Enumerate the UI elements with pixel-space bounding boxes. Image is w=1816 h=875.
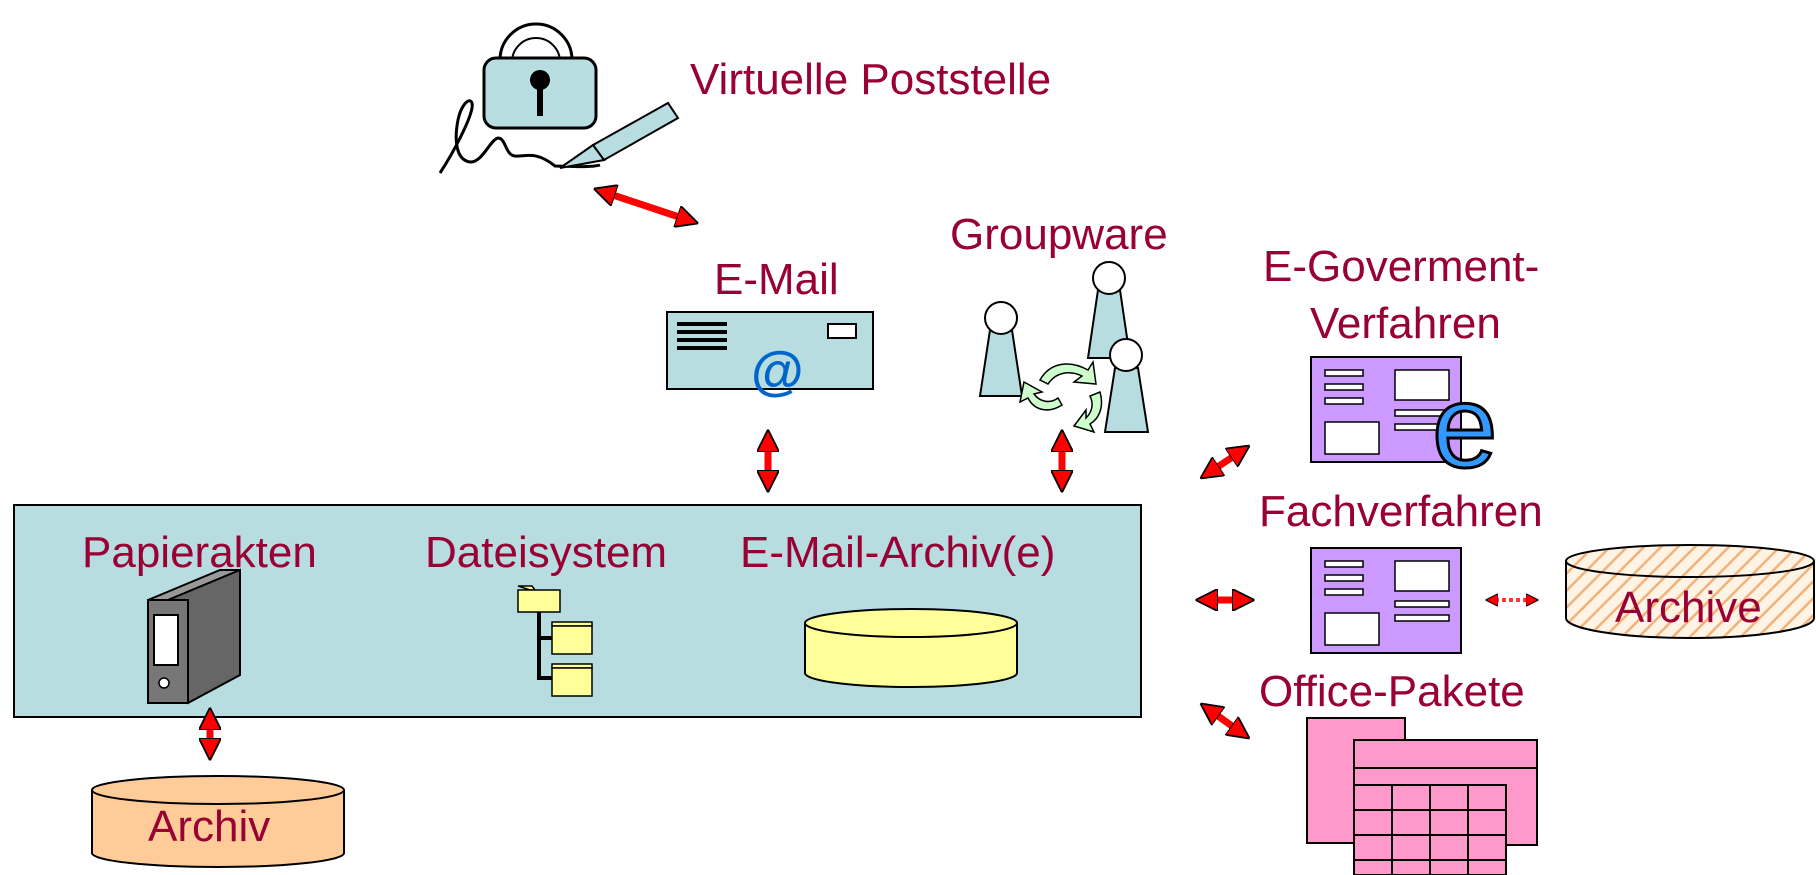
arrow-signature-email [598, 190, 694, 222]
folder-tree-icon [517, 585, 593, 697]
label-fachverfahren: Fachverfahren [1259, 487, 1543, 536]
label-office-pakete: Office-Pakete [1259, 667, 1525, 716]
arrows [210, 190, 1536, 756]
email-envelope-icon [666, 311, 874, 390]
label-papierakten: Papierakten [82, 528, 317, 577]
e-letter-icon: e [1431, 361, 1500, 493]
label-email: E-Mail [714, 255, 839, 304]
archiv-cylinder [91, 775, 345, 868]
label-email-archiv: E-Mail-Archiv(e) [740, 528, 1056, 577]
signature-pen-icon [438, 99, 680, 174]
lock-icon [482, 22, 598, 130]
label-dateisystem: Dateisystem [425, 528, 668, 577]
office-documents-icon [1306, 717, 1538, 875]
arrow-panel-egov [1204, 448, 1246, 476]
egov-form-icon [1310, 356, 1462, 463]
label-virtuelle-poststelle: Virtuelle Poststelle [690, 55, 1052, 104]
label-egov-line2: Verfahren [1310, 299, 1501, 348]
email-archive-cylinder [804, 608, 1018, 688]
label-archiv: Archiv [148, 802, 271, 851]
arrow-panel-office [1204, 706, 1246, 736]
label-egov-line1: E-Goverment- [1263, 242, 1540, 291]
binder-icon [147, 568, 241, 705]
archive-cylinder-hatched [1565, 544, 1815, 639]
at-symbol-icon: @ [751, 341, 804, 401]
groupware-people-icon [978, 261, 1150, 434]
label-groupware: Groupware [950, 210, 1168, 259]
label-archive: Archive [1615, 583, 1762, 632]
fachverfahren-form-icon [1310, 547, 1462, 654]
